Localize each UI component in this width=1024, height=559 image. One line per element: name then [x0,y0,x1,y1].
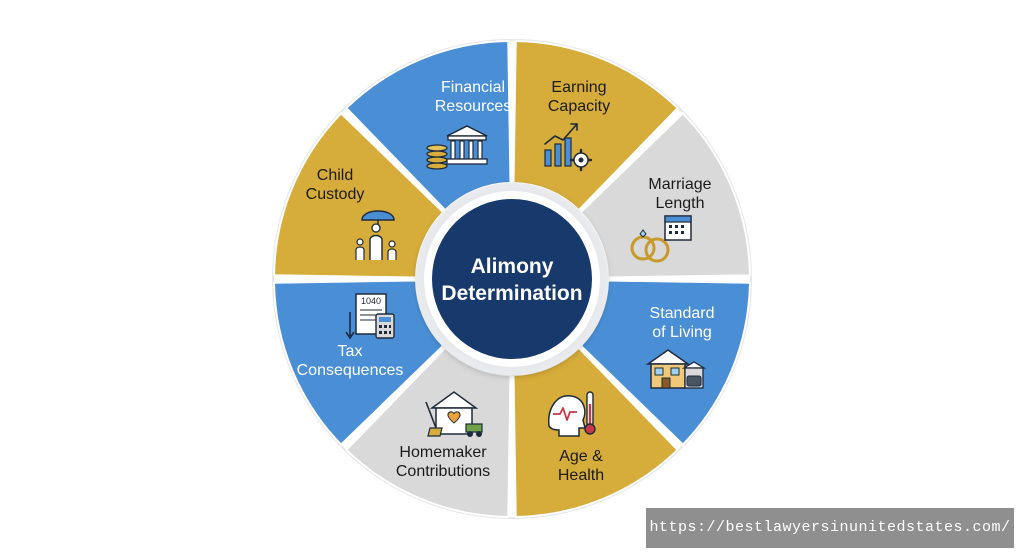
center-title-line2: Determination [441,282,582,305]
home-broom-icon [425,391,483,437]
segment-label-earning-capacity: Capacity [548,98,610,115]
segment-label-marriage-length: Length [656,195,705,212]
center-circle [432,199,592,359]
house-garage-icon [645,349,707,389]
segment-label-marriage-length: Marriage [648,176,711,193]
segment-label-financial-resources: Financial [441,79,505,96]
segment-label-homemaker-contributions: Homemaker [399,444,487,461]
bank-coins-icon [426,125,488,170]
head-heartbeat-thermometer-icon [548,391,596,437]
segment-label-earning-capacity: Earning [551,79,606,96]
segment-label-tax-consequences: Tax [338,343,363,360]
website-watermark: https://bestlawyersinunitedstates.com/ [646,508,1014,548]
tax-form-calculator-icon: 1040 [345,293,395,340]
rings-calendar-icon [630,215,692,263]
segment-label-child-custody: Custody [306,186,365,203]
segment-label-standard-of-living: Standard [650,305,715,322]
segment-label-child-custody: Child [317,167,353,184]
segment-label-financial-resources: Resources [435,98,511,115]
center-title-line1: Alimony [471,255,554,278]
segment-label-tax-consequences: Consequences [297,362,404,379]
segment-label-standard-of-living: of Living [652,324,712,341]
segment-label-homemaker-contributions: Contributions [396,463,490,480]
family-umbrella-icon [355,210,397,260]
outer-ring [272,39,752,519]
growth-chart-gear-icon [544,123,593,172]
tax-form-number: 1040 [361,296,381,306]
segment-label-age-health: Age & [559,448,603,465]
segment-label-age-health: Health [558,467,604,484]
